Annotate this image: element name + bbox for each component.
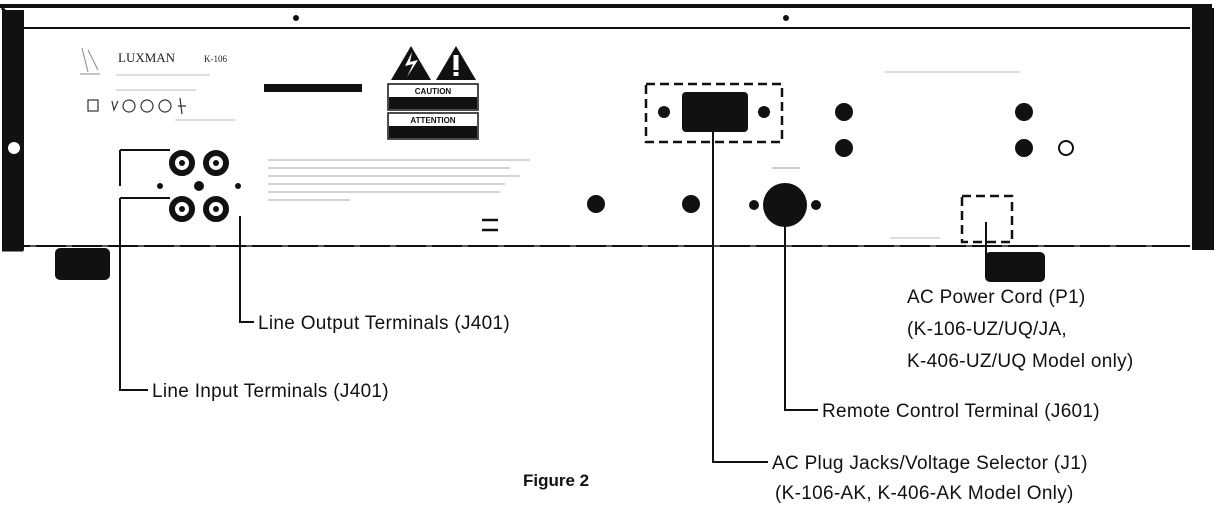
screw-right xyxy=(1058,140,1074,156)
ac-plug-jack xyxy=(644,82,784,144)
ac-plug-label-line1: AC Plug Jacks/Voltage Selector (J1) xyxy=(772,453,1088,474)
rca-terminals xyxy=(119,119,241,222)
printed-warning-text-block xyxy=(268,159,530,201)
panel-screw-5 xyxy=(1015,103,1033,121)
ac-plug-dashed-box xyxy=(644,82,784,144)
top-screw-1 xyxy=(293,15,299,21)
ac-plug-screw-l xyxy=(658,106,670,118)
remote-terminal-jack xyxy=(763,183,807,227)
remote-control-label: Remote Control Terminal (J601) xyxy=(822,401,1100,422)
panel-screw-2 xyxy=(682,195,700,213)
model-number: K-106 xyxy=(204,54,227,64)
certification-marks-icon xyxy=(87,97,186,115)
ac-plug-socket xyxy=(682,92,748,132)
warning-label: CAUTION ATTENTION xyxy=(387,46,479,140)
brand-area: LUXMAN K-106 xyxy=(80,47,227,115)
luxman-logo-icon xyxy=(80,47,100,75)
screw-left xyxy=(6,140,22,156)
top-screw-2 xyxy=(783,15,789,21)
panel-screw-1 xyxy=(587,195,605,213)
panel-screw-3 xyxy=(835,103,853,121)
exclamation-mark-icon xyxy=(453,55,459,70)
attention-bar xyxy=(389,126,477,138)
caution-box xyxy=(387,83,479,111)
ac-plug-label-line2: (K-106-AK, K-406-AK Model Only) xyxy=(775,483,1074,504)
power-cord-label-line2: (K-106-UZ/UQ/JA, xyxy=(907,319,1067,340)
terminal-ground-icon xyxy=(194,181,204,191)
power-cord-label-line1: AC Power Cord (P1) xyxy=(907,287,1086,308)
panel-screw-6 xyxy=(1015,139,1033,157)
left-foot xyxy=(55,248,110,280)
arrow-mark-icon xyxy=(482,218,498,232)
line-input-leader xyxy=(119,198,148,391)
ac-plug-leader xyxy=(712,132,768,463)
exclamation-dot-icon xyxy=(453,72,459,76)
power-cord-label-line3: K-406-UZ/UQ Model only) xyxy=(907,351,1134,372)
chassis-left-side-fill xyxy=(2,10,24,250)
ac-plug-screw-r xyxy=(758,106,770,118)
figure-caption: Figure 2 xyxy=(523,471,589,490)
bracket-output xyxy=(119,149,170,186)
line-input-label: Line Input Terminals (J401) xyxy=(152,381,389,402)
chassis xyxy=(0,4,1214,282)
chassis-right-side-fill xyxy=(1192,8,1214,250)
lightning-bolt-icon xyxy=(405,52,418,77)
caution-bar xyxy=(389,97,477,109)
right-foot xyxy=(985,252,1045,282)
remote-leader xyxy=(784,226,818,411)
attention-text: ATTENTION xyxy=(410,116,455,125)
panel-screw-4 xyxy=(835,139,853,157)
brand-name: LUXMAN xyxy=(118,50,176,65)
rating-label-bar xyxy=(264,84,362,92)
attention-box xyxy=(387,112,479,140)
line-output-label: Line Output Terminals (J401) xyxy=(258,313,510,334)
line-output-leader xyxy=(239,216,254,323)
caution-text: CAUTION xyxy=(415,87,452,96)
remote-terminal xyxy=(749,167,821,227)
